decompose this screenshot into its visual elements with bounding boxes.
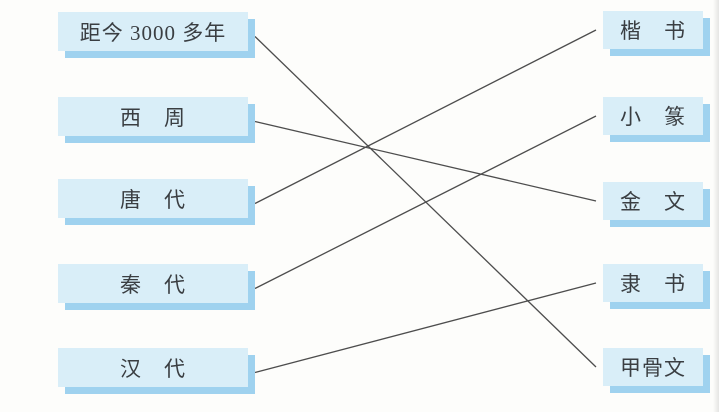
connection-line <box>254 282 597 374</box>
left-item-label: 距今 3000 多年 <box>79 20 227 45</box>
right-item-label: 甲骨文 <box>620 356 686 380</box>
connection-line <box>254 120 597 202</box>
right-item-bronze-script[interactable]: 金 文 <box>603 182 703 220</box>
left-item-han-dynasty[interactable]: 汉 代 <box>58 348 248 387</box>
left-item-label: 汉 代 <box>120 356 186 381</box>
right-item-clerical-script[interactable]: 隶 书 <box>603 264 703 302</box>
left-item-label: 秦 代 <box>120 272 186 297</box>
right-item-regular-script[interactable]: 楷 书 <box>603 11 703 49</box>
connection-line <box>254 29 597 205</box>
left-item-tang-dynasty[interactable]: 唐 代 <box>58 179 248 218</box>
left-item-qin-dynasty[interactable]: 秦 代 <box>58 264 248 303</box>
left-item-label: 唐 代 <box>120 187 186 212</box>
right-item-small-seal-script[interactable]: 小 篆 <box>603 97 703 135</box>
connection-line <box>254 115 597 290</box>
scan-edge-shading <box>713 0 719 412</box>
right-item-label: 隶 书 <box>620 272 686 296</box>
right-item-oracle-bone-script[interactable]: 甲骨文 <box>603 348 703 386</box>
right-item-label: 小 篆 <box>620 105 686 129</box>
right-item-label: 楷 书 <box>620 19 686 43</box>
left-item-western-zhou[interactable]: 西 周 <box>58 97 248 136</box>
left-item-period-3000-years[interactable]: 距今 3000 多年 <box>58 12 248 51</box>
right-item-label: 金 文 <box>620 190 686 214</box>
left-item-label: 西 周 <box>120 105 186 130</box>
